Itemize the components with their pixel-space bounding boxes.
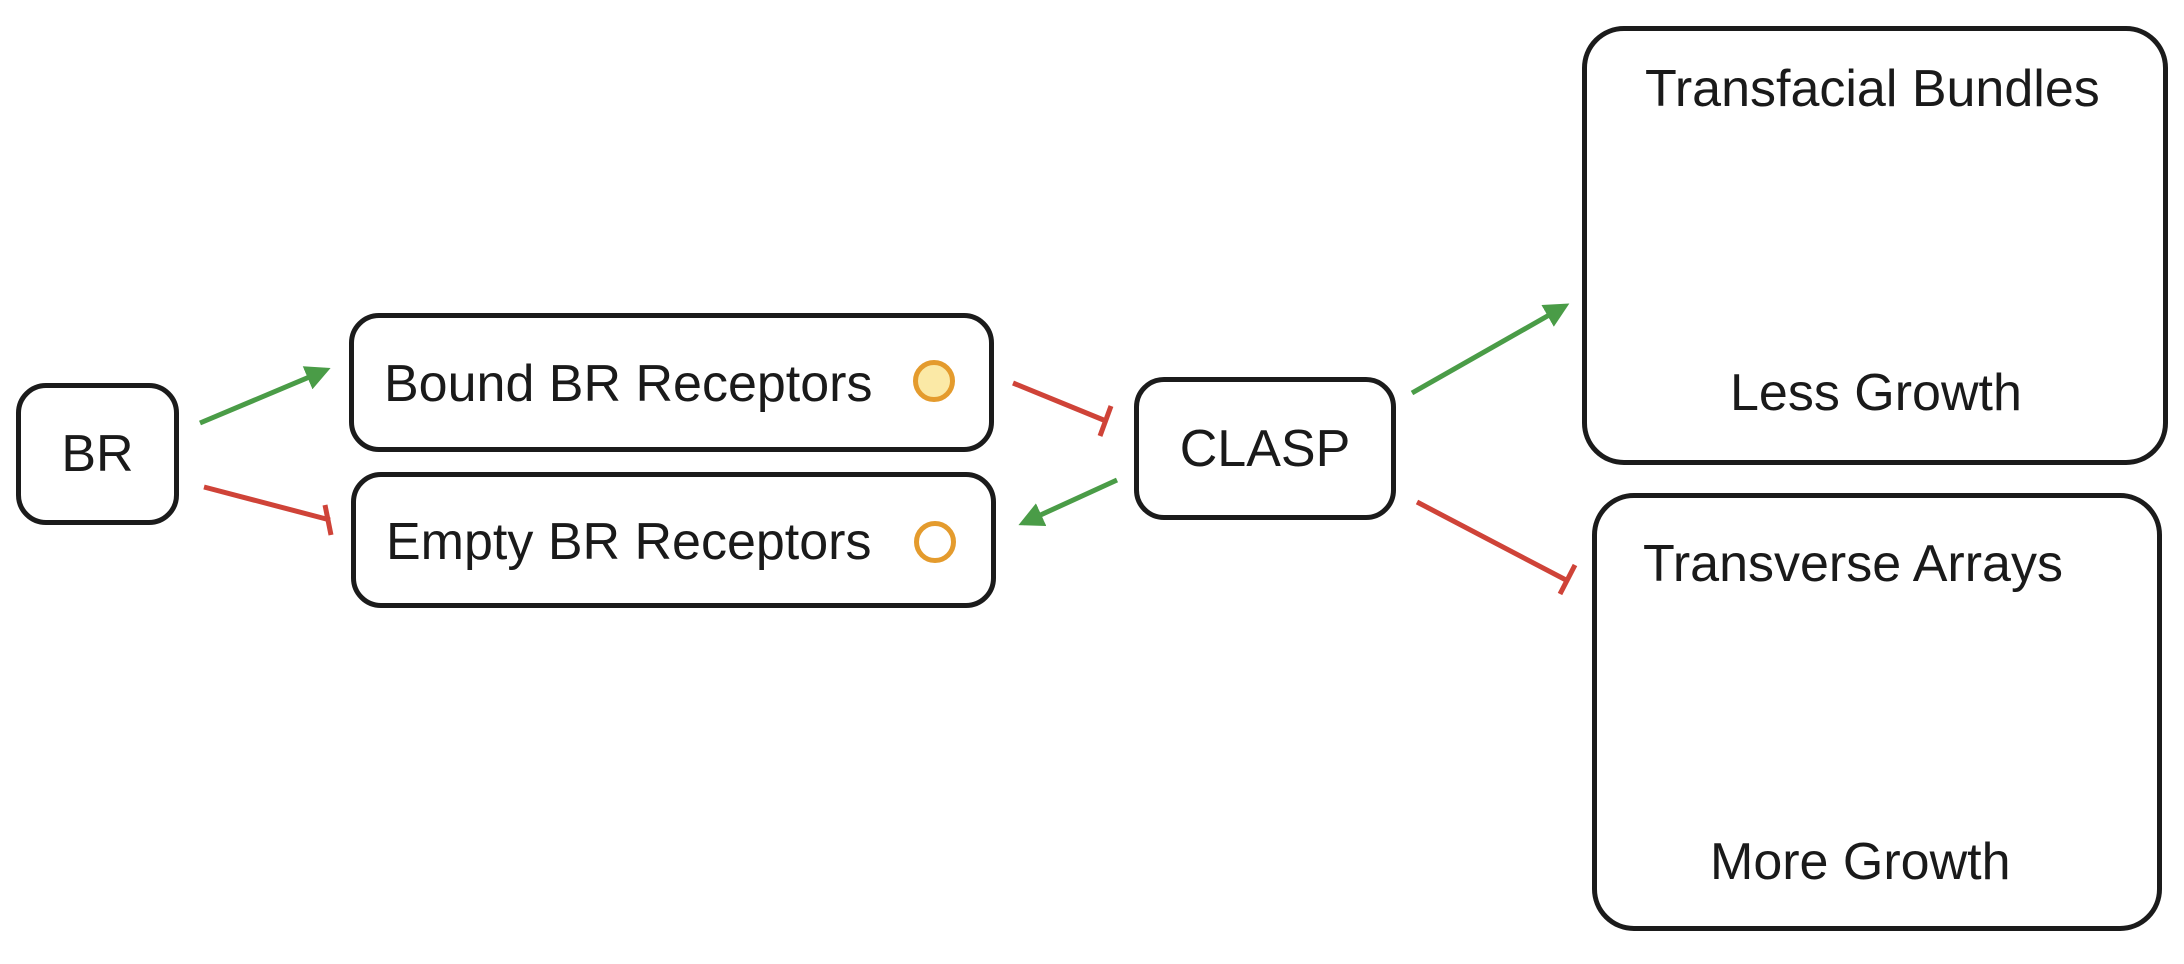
transverse-title: Transverse Arrays <box>1643 535 2063 593</box>
node-transverse-arrays[interactable]: Transverse Arrays More Growth <box>1592 493 2162 931</box>
empty-circle-icon <box>914 521 956 563</box>
transfacial-caption: Less Growth <box>1730 364 2022 422</box>
node-empty-br-receptors[interactable]: Empty BR Receptors <box>351 472 996 608</box>
transfacial-title: Transfacial Bundles <box>1645 60 2100 118</box>
node-bound-br-receptors[interactable]: Bound BR Receptors <box>349 313 994 452</box>
edge-br-to-empty-inhibits <box>203 484 334 536</box>
edge-clasp-to-transverse-inhibits <box>1415 499 1578 596</box>
filled-circle-icon <box>913 360 955 402</box>
node-bound-label: Bound BR Receptors <box>384 355 873 413</box>
edge-clasp-to-empty-activates <box>1018 477 1119 527</box>
edge-clasp-to-transfacial-activates <box>1410 303 1570 396</box>
node-transfacial-bundles[interactable]: Transfacial Bundles Less Growth <box>1582 26 2168 465</box>
edge-bound-to-clasp-inhibits <box>1012 380 1114 437</box>
node-br-label: BR <box>61 425 134 483</box>
node-clasp-label: CLASP <box>1179 419 1351 478</box>
node-clasp[interactable]: CLASP <box>1134 377 1396 520</box>
transverse-caption: More Growth <box>1710 833 2011 891</box>
edge-br-to-bound-activates <box>199 366 331 426</box>
node-empty-label: Empty BR Receptors <box>386 513 872 571</box>
node-br[interactable]: BR <box>16 383 179 525</box>
